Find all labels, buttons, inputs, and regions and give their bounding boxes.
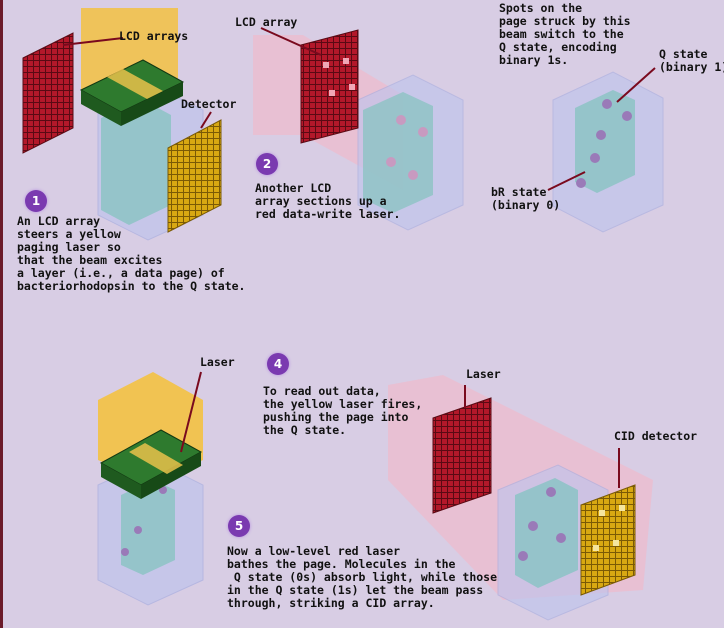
label-lcd-array: LCD array [235, 16, 297, 29]
step-text-4: To read out data, the yellow laser fires… [263, 385, 422, 437]
label-spots-note: Spots on the page struck by this beam sw… [499, 2, 631, 67]
step-badge-4: 4 [267, 353, 289, 375]
laser-array-red [433, 398, 491, 513]
step-text-1: An LCD array steers a yellow paging lase… [17, 215, 245, 293]
label-cid-detector: CID detector [614, 430, 697, 443]
step4-assembly [98, 372, 203, 605]
label-detector: Detector [181, 98, 236, 111]
cid-detector-array [581, 485, 635, 595]
label-br-state: bR state (binary 0) [491, 186, 560, 212]
stored-page-example [548, 68, 663, 232]
label-q-state: Q state (binary 1) [659, 48, 724, 74]
step-text-5: Now a low-level red laser bathes the pag… [227, 545, 497, 610]
step-text-2: Another LCD array sections up a red data… [255, 182, 400, 221]
diagram-artwork [3, 0, 724, 628]
step-badge-2: 2 [256, 153, 278, 175]
step-badge-1: 1 [25, 190, 47, 212]
label-laser-1: Laser [200, 356, 235, 369]
lcd-array-red-left [23, 33, 73, 153]
step-badge-5: 5 [228, 515, 250, 537]
label-lcd-arrays: LCD arrays [119, 30, 188, 43]
label-laser-2: Laser [466, 368, 501, 381]
data-cube-5 [515, 478, 578, 588]
